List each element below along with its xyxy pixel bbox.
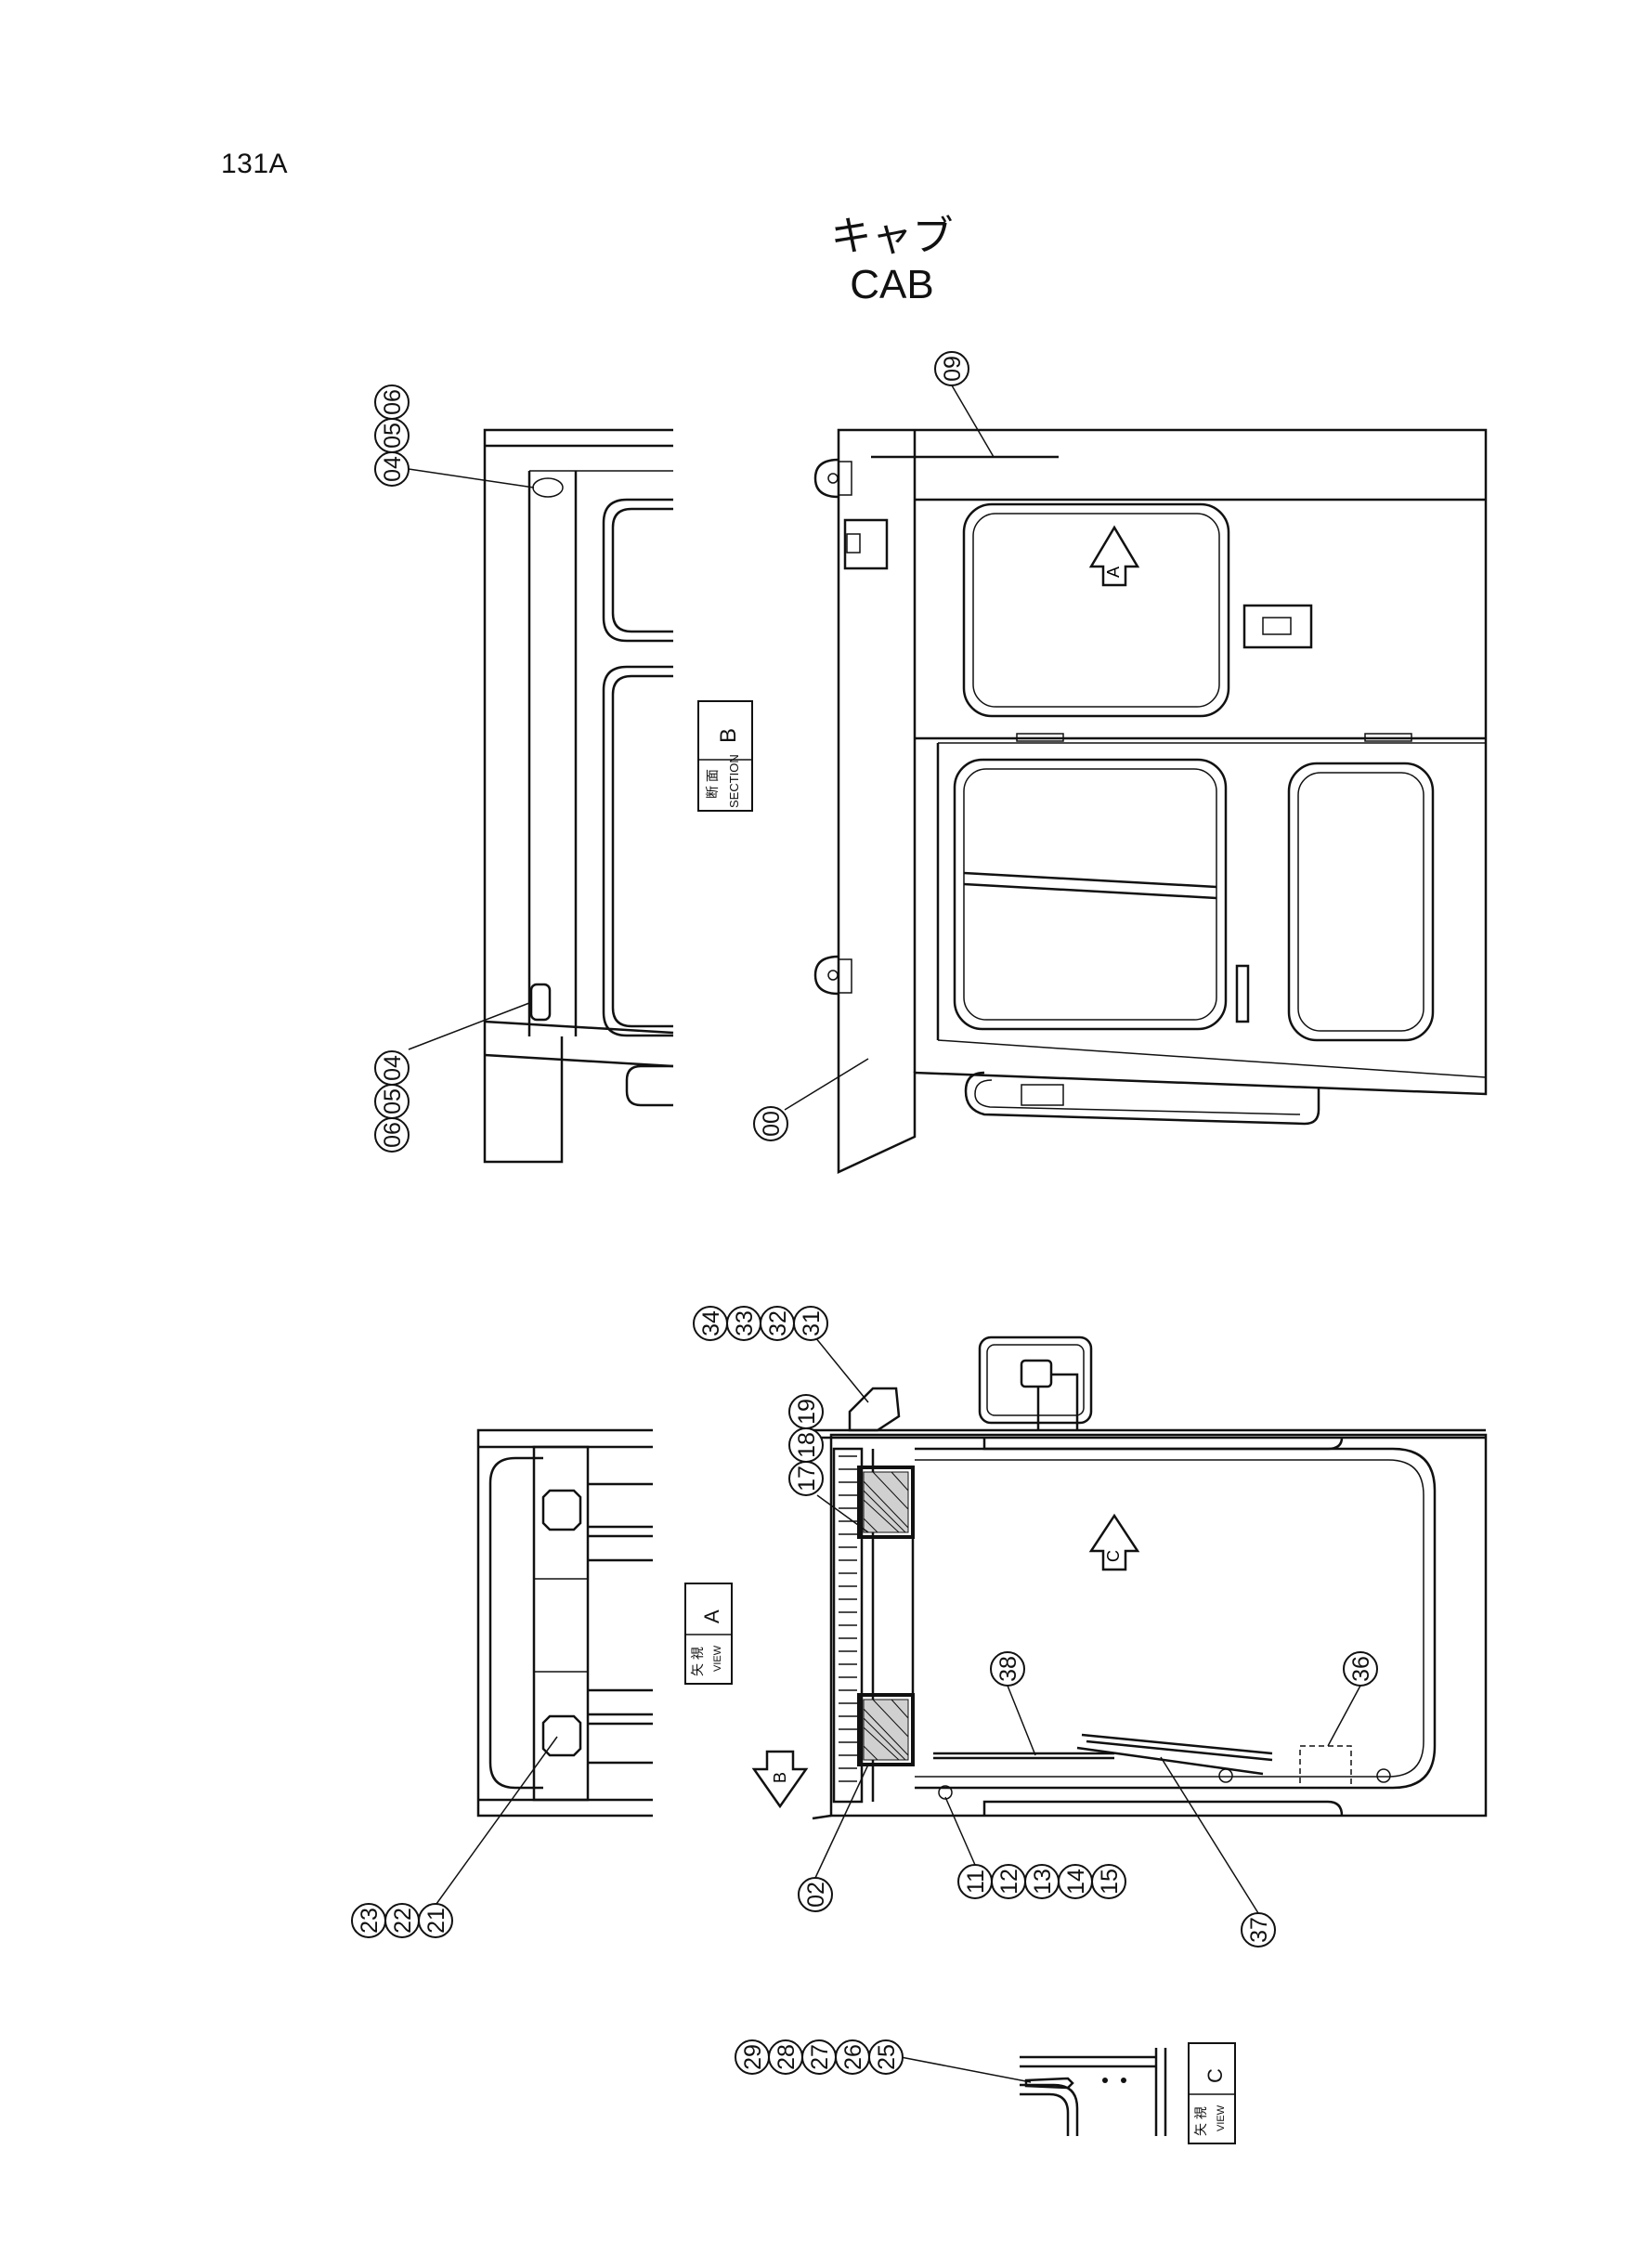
callout-26: 26 <box>835 2039 870 2075</box>
view-c-word: VIEW <box>1216 2104 1227 2131</box>
svg-text:14: 14 <box>1063 1869 1089 1895</box>
svg-text:29: 29 <box>740 2044 766 2070</box>
callout-02: 02 <box>798 1877 833 1912</box>
direction-arrow-c: C <box>1088 1513 1140 1571</box>
view-c-drawing <box>1020 2048 1167 2136</box>
callout-31: 31 <box>793 1306 828 1341</box>
view-a-letter: A <box>700 1609 723 1623</box>
svg-text:06: 06 <box>380 389 406 415</box>
title-japanese: キャブ <box>0 202 1652 262</box>
svg-text:27: 27 <box>807 2044 833 2070</box>
callout-29: 29 <box>735 2039 770 2075</box>
callout-12: 12 <box>991 1864 1026 1899</box>
svg-text:18: 18 <box>794 1432 820 1458</box>
callout-09: 09 <box>934 351 969 386</box>
callout-14: 14 <box>1058 1864 1093 1899</box>
callout-21: 21 <box>418 1903 453 1938</box>
svg-text:25: 25 <box>874 2044 900 2070</box>
callout-05: 05 <box>374 418 410 453</box>
arrow-b-letter: B <box>771 1772 789 1783</box>
svg-text:09: 09 <box>940 356 966 382</box>
callout-38: 38 <box>990 1651 1025 1687</box>
svg-text:04: 04 <box>380 1055 406 1081</box>
callout-17: 17 <box>788 1461 824 1496</box>
callout-00: 00 <box>753 1106 788 1141</box>
callout-04: 04 <box>374 451 410 487</box>
svg-text:21: 21 <box>423 1908 449 1934</box>
callout-22: 22 <box>384 1903 420 1938</box>
callout-23: 23 <box>351 1903 386 1938</box>
svg-text:28: 28 <box>774 2044 800 2070</box>
direction-arrow-b: B <box>751 1750 809 1809</box>
grille-slots <box>839 1455 857 1782</box>
section-b-word: SECTION <box>727 754 741 808</box>
callout-28: 28 <box>768 2039 803 2075</box>
callout-27: 27 <box>801 2039 837 2075</box>
svg-text:33: 33 <box>732 1310 758 1336</box>
svg-text:12: 12 <box>996 1869 1022 1895</box>
view-a-label: 矢 視 VIEW A <box>684 1583 733 1685</box>
section-b-drawing <box>483 428 674 1164</box>
direction-arrow-a: A <box>1088 525 1140 587</box>
svg-text:04: 04 <box>380 456 406 482</box>
svg-text:31: 31 <box>799 1310 825 1336</box>
callout-32: 32 <box>760 1306 795 1341</box>
section-b-letter: B <box>716 728 741 743</box>
svg-text:00: 00 <box>759 1111 785 1137</box>
svg-text:13: 13 <box>1030 1869 1056 1895</box>
view-a-kanji: 矢 視 <box>690 1647 705 1676</box>
page-number: 131A <box>221 149 289 179</box>
leader-lines <box>408 384 1361 2083</box>
svg-text:17: 17 <box>794 1466 820 1492</box>
callout-15: 15 <box>1091 1864 1126 1899</box>
callout-13: 13 <box>1024 1864 1060 1899</box>
arrow-a-letter: A <box>1104 567 1123 578</box>
title-english: CAB <box>0 262 1652 308</box>
callout-06-lower: 06 <box>374 1117 410 1153</box>
callout-18: 18 <box>788 1427 824 1463</box>
svg-text:05: 05 <box>380 423 406 449</box>
svg-text:23: 23 <box>357 1908 383 1934</box>
callout-04-lower: 04 <box>374 1050 410 1086</box>
svg-text:19: 19 <box>794 1399 820 1425</box>
callout-06: 06 <box>374 384 410 420</box>
svg-text:06: 06 <box>380 1122 406 1148</box>
svg-text:26: 26 <box>840 2044 866 2070</box>
svg-text:22: 22 <box>390 1908 416 1934</box>
section-b-kanji: 断 面 <box>705 769 720 799</box>
callout-05-lower: 05 <box>374 1084 410 1119</box>
callout-19: 19 <box>788 1394 824 1429</box>
view-c-label: 矢 視 VIEW C <box>1188 2042 1236 2144</box>
callout-33: 33 <box>726 1306 761 1341</box>
callout-11: 11 <box>957 1864 993 1899</box>
svg-text:02: 02 <box>803 1882 829 1908</box>
svg-text:36: 36 <box>1348 1656 1374 1682</box>
callout-25: 25 <box>868 2039 904 2075</box>
title-japanese-text: キャブ <box>830 213 954 260</box>
front-view-drawing: A <box>813 428 1488 1174</box>
view-c-letter: C <box>1203 2068 1227 2083</box>
top-view-drawing: C B <box>751 1335 1488 1820</box>
svg-text:32: 32 <box>765 1310 791 1336</box>
svg-text:38: 38 <box>995 1656 1021 1682</box>
svg-text:05: 05 <box>380 1088 406 1114</box>
svg-text:15: 15 <box>1097 1869 1123 1895</box>
view-c-kanji: 矢 視 <box>1193 2106 1208 2136</box>
view-a-word: VIEW <box>712 1645 723 1672</box>
svg-text:34: 34 <box>698 1310 724 1336</box>
svg-text:37: 37 <box>1246 1917 1272 1943</box>
callout-37: 37 <box>1241 1912 1276 1948</box>
title-english-text: CAB <box>850 262 934 307</box>
view-a-drawing <box>476 1428 653 1818</box>
arrow-c-letter: C <box>1104 1550 1123 1562</box>
callout-36: 36 <box>1343 1651 1378 1687</box>
section-b-label: 断 面 SECTION B <box>697 700 753 812</box>
svg-text:11: 11 <box>963 1870 989 1894</box>
callout-34: 34 <box>693 1306 728 1341</box>
